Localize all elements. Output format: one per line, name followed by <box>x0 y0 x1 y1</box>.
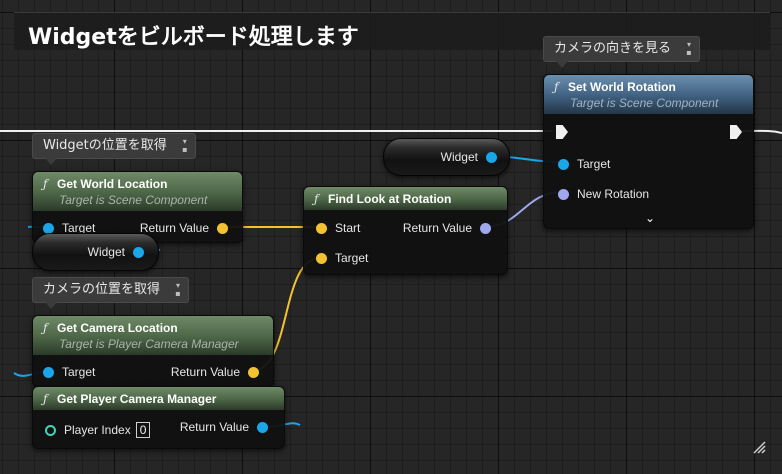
pin-icon[interactable]: ▾▪ <box>175 281 181 298</box>
comment-title[interactable]: Widgetをビルボード処理します <box>28 25 359 50</box>
comment-bubble-widget-position[interactable]: Widgetの位置を取得 ▾▪ <box>32 133 196 165</box>
pin-start[interactable]: Start <box>316 221 360 235</box>
function-icon: ƒ <box>314 192 319 206</box>
pin-target[interactable]: Target <box>558 157 610 171</box>
node-title: Set World Rotation <box>568 80 676 94</box>
pin-dot[interactable] <box>45 424 56 436</box>
node-title: Find Look at Rotation <box>328 192 452 206</box>
node-get-player-camera-manager[interactable]: ƒ Get Player Camera Manager Player Index … <box>32 386 285 449</box>
node-title: Get Player Camera Manager <box>57 392 217 406</box>
pin-dot[interactable] <box>558 158 569 170</box>
node-subtitle: Target is Player Camera Manager <box>59 337 239 351</box>
pin-target[interactable]: Target <box>43 221 95 235</box>
pin-target[interactable]: Target <box>316 251 368 265</box>
chevron-down-icon[interactable]: ⌄ <box>644 211 656 225</box>
pin-dot[interactable] <box>43 222 54 234</box>
function-icon: ƒ <box>554 80 559 94</box>
bubble-text: カメラの向きを見る <box>554 41 672 56</box>
node-header[interactable]: ƒ Set World Rotation Target is Scene Comp… <box>544 75 753 115</box>
pin-dot[interactable] <box>558 188 569 200</box>
node-get-camera-location[interactable]: ƒ Get Camera Location Target is Player Ca… <box>32 315 274 387</box>
node-subtitle: Target is Scene Component <box>59 193 208 207</box>
player-index-input[interactable]: 0 <box>135 422 151 438</box>
pin-dot[interactable] <box>43 366 54 378</box>
node-header[interactable]: ƒ Get Camera Location Target is Player Ca… <box>33 316 273 356</box>
pin-return-value[interactable]: Return Value <box>403 221 491 235</box>
pin-target[interactable]: Target <box>43 365 95 379</box>
resize-grip-icon[interactable] <box>752 440 766 454</box>
pin-return-value[interactable]: Return Value <box>180 420 268 434</box>
exec-in-pin[interactable] <box>556 125 568 139</box>
function-icon: ƒ <box>43 392 48 406</box>
node-get-world-location[interactable]: ƒ Get World Location Target is Scene Comp… <box>32 171 243 243</box>
node-find-look-at-rotation[interactable]: ƒ Find Look at Rotation Start Return Valu… <box>303 186 508 275</box>
node-header[interactable]: ƒ Get World Location Target is Scene Comp… <box>33 172 242 212</box>
node-subtitle: Target is Scene Component <box>570 96 719 110</box>
pin-icon[interactable]: ▾▪ <box>182 137 188 154</box>
pin-icon[interactable]: ▾▪ <box>686 40 692 57</box>
variable-widget-top[interactable]: Widget <box>383 138 510 176</box>
node-title: Get World Location <box>57 177 168 191</box>
pin-return-value[interactable]: Return Value <box>140 221 228 235</box>
bubble-text: Widgetの位置を取得 <box>43 138 167 153</box>
comment-bubble-camera-position[interactable]: カメラの位置を取得 ▾▪ <box>32 277 190 309</box>
comment-box[interactable]: Widgetをビルボード処理します <box>14 12 770 50</box>
pin-new-rotation[interactable]: New Rotation <box>558 187 649 201</box>
node-set-world-rotation[interactable]: ƒ Set World Rotation Target is Scene Comp… <box>543 74 754 229</box>
pin-dot[interactable] <box>316 252 327 264</box>
pin-dot[interactable] <box>480 222 491 234</box>
pin-return-value[interactable]: Return Value <box>171 365 259 379</box>
pin-dot[interactable] <box>133 246 144 258</box>
node-header[interactable]: ƒ Get Player Camera Manager <box>33 387 284 411</box>
comment-bubble-camera-direction[interactable]: カメラの向きを見る ▾▪ <box>543 36 701 68</box>
pin-dot[interactable] <box>486 151 497 163</box>
pin-dot[interactable] <box>217 222 228 234</box>
pin-player-index[interactable]: Player Index 0 <box>45 422 151 438</box>
bubble-text: カメラの位置を取得 <box>43 282 161 297</box>
pin-widget[interactable]: Widget <box>441 150 497 164</box>
function-icon: ƒ <box>43 321 48 335</box>
pin-dot[interactable] <box>248 366 259 378</box>
variable-widget-left[interactable]: Widget <box>32 233 159 271</box>
node-title: Get Camera Location <box>57 321 178 335</box>
pin-widget[interactable]: Widget <box>88 245 144 259</box>
exec-out-pin[interactable] <box>730 125 742 139</box>
function-icon: ƒ <box>43 177 48 191</box>
pin-dot[interactable] <box>316 222 327 234</box>
pin-dot[interactable] <box>257 421 268 433</box>
node-header[interactable]: ƒ Find Look at Rotation <box>304 187 507 211</box>
